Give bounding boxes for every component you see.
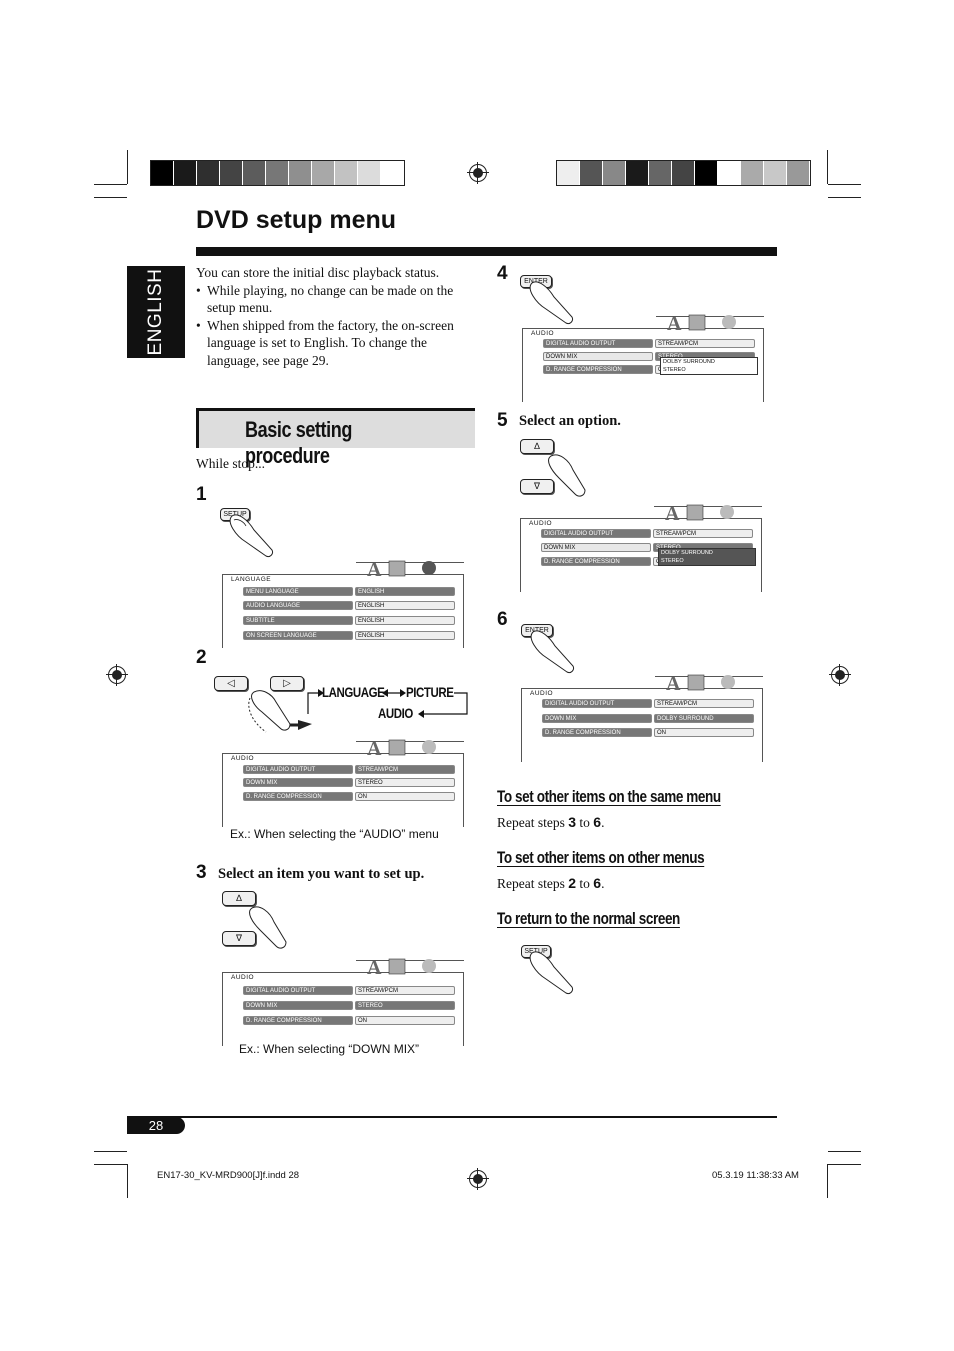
crop-mark (828, 1151, 861, 1152)
option-dolby-surround[interactable]: DOLBY SURROUND (659, 549, 755, 557)
crop-mark (127, 1164, 128, 1198)
up-button[interactable]: ∆ (222, 891, 256, 906)
intro-lead: You can store the initial disc playback … (196, 265, 440, 280)
finger-icon (248, 690, 312, 733)
registration-bar-right (556, 160, 811, 186)
finger-icon (529, 951, 573, 994)
up-button[interactable]: ∆ (520, 439, 554, 454)
svg-text:A: A (666, 673, 681, 692)
step-number: 6 (497, 609, 508, 630)
menu-tab-icons: A (367, 559, 436, 578)
down-mix-options-dropdown[interactable]: DOLBY SURROUND STEREO (660, 357, 758, 375)
crop-mark (828, 184, 861, 185)
down-button[interactable]: ∇ (520, 479, 554, 494)
caption-down-mix: Ex.: When selecting “DOWN MIX” (239, 1042, 420, 1056)
crop-mark (127, 150, 128, 184)
right-button[interactable]: ▷ (270, 676, 304, 691)
section-header: Basic setting procedure (196, 408, 475, 468)
option-stereo[interactable]: STEREO (659, 557, 755, 565)
finger-icon (530, 630, 574, 673)
finger-icon (548, 454, 586, 497)
crop-mark (827, 1164, 828, 1198)
step-number: 1 (196, 484, 207, 505)
language-side-tab: ENGLISH (127, 266, 185, 358)
heading-normal-screen: To return to the normal screen (497, 910, 680, 928)
finger-icon (249, 906, 287, 949)
option-dolby-surround[interactable]: DOLBY SURROUND (663, 359, 715, 365)
crop-mark (828, 197, 861, 198)
page-title: DVD setup menu (196, 206, 397, 234)
step-number: 4 (497, 263, 508, 284)
crop-mark (94, 1164, 127, 1165)
menu-tab-icons: A (666, 673, 735, 692)
bottom-rule (127, 1116, 777, 1118)
step-number: 5 (497, 410, 508, 431)
crop-mark (828, 1164, 861, 1165)
svg-text:A: A (367, 559, 382, 578)
option-stereo[interactable]: STEREO (663, 367, 686, 373)
crop-mark (94, 184, 127, 185)
svg-text:A: A (367, 738, 382, 757)
heading-same-menu: To set other items on the same menu (497, 788, 721, 806)
finger-icon (529, 281, 573, 324)
title-rule (196, 247, 777, 256)
crop-mark (94, 1151, 127, 1152)
step-text: Select an item you want to set up. (218, 866, 425, 882)
registration-target-icon (829, 664, 851, 686)
while-stop-note: While stop... (196, 456, 265, 471)
footer-timestamp: 05.3.19 11:38:33 AM (712, 1170, 799, 1181)
menu-tab-icons: A (367, 738, 436, 757)
step-number: 3 (196, 862, 207, 883)
footer-file-info: EN17-30_KV-MRD900[J]f.indd 28 (157, 1170, 300, 1181)
repeat-same-menu: Repeat steps 3 to 6. (497, 814, 605, 830)
page-number: 28 (127, 1117, 185, 1134)
registration-target-icon (467, 1168, 489, 1190)
registration-target-icon (467, 162, 489, 184)
left-button[interactable]: ◁ (214, 676, 248, 691)
cycle-audio-label: AUDIO (378, 705, 413, 721)
menu-tab-icons: A (367, 957, 436, 976)
registration-target-icon (106, 664, 128, 686)
svg-text:A: A (667, 313, 682, 332)
crop-mark (827, 150, 828, 184)
step-text: Select an option. (519, 413, 621, 429)
menu-cycle-diagram: LANGUAGE PICTURE AUDIO (300, 684, 470, 722)
step-number: 2 (196, 647, 207, 668)
intro-bullet: When shipped from the factory, the on-sc… (196, 317, 476, 370)
finger-icon (229, 514, 273, 557)
registration-bar-left (150, 160, 405, 186)
caption-audio-menu: Ex.: When selecting the “AUDIO” menu (230, 827, 439, 841)
repeat-other-menus: Repeat steps 2 to 6. (497, 875, 605, 891)
crop-mark (94, 197, 127, 198)
menu-tab-icons: A (667, 313, 736, 332)
heading-other-menus: To set other items on other menus (497, 849, 705, 867)
menu-tab-icons: A (665, 503, 734, 522)
cycle-picture-label: PICTURE (406, 684, 454, 700)
svg-text:A: A (665, 503, 680, 522)
down-mix-options-dropdown[interactable]: DOLBY SURROUND STEREO (658, 548, 756, 566)
intro-bullet: While playing, no change can be made on … (196, 282, 476, 317)
cycle-language-label: LANGUAGE (322, 684, 385, 700)
section-title: Basic setting procedure (245, 417, 352, 468)
svg-text:A: A (367, 957, 382, 976)
down-button[interactable]: ∇ (222, 931, 256, 946)
intro-text: You can store the initial disc playback … (196, 264, 476, 370)
